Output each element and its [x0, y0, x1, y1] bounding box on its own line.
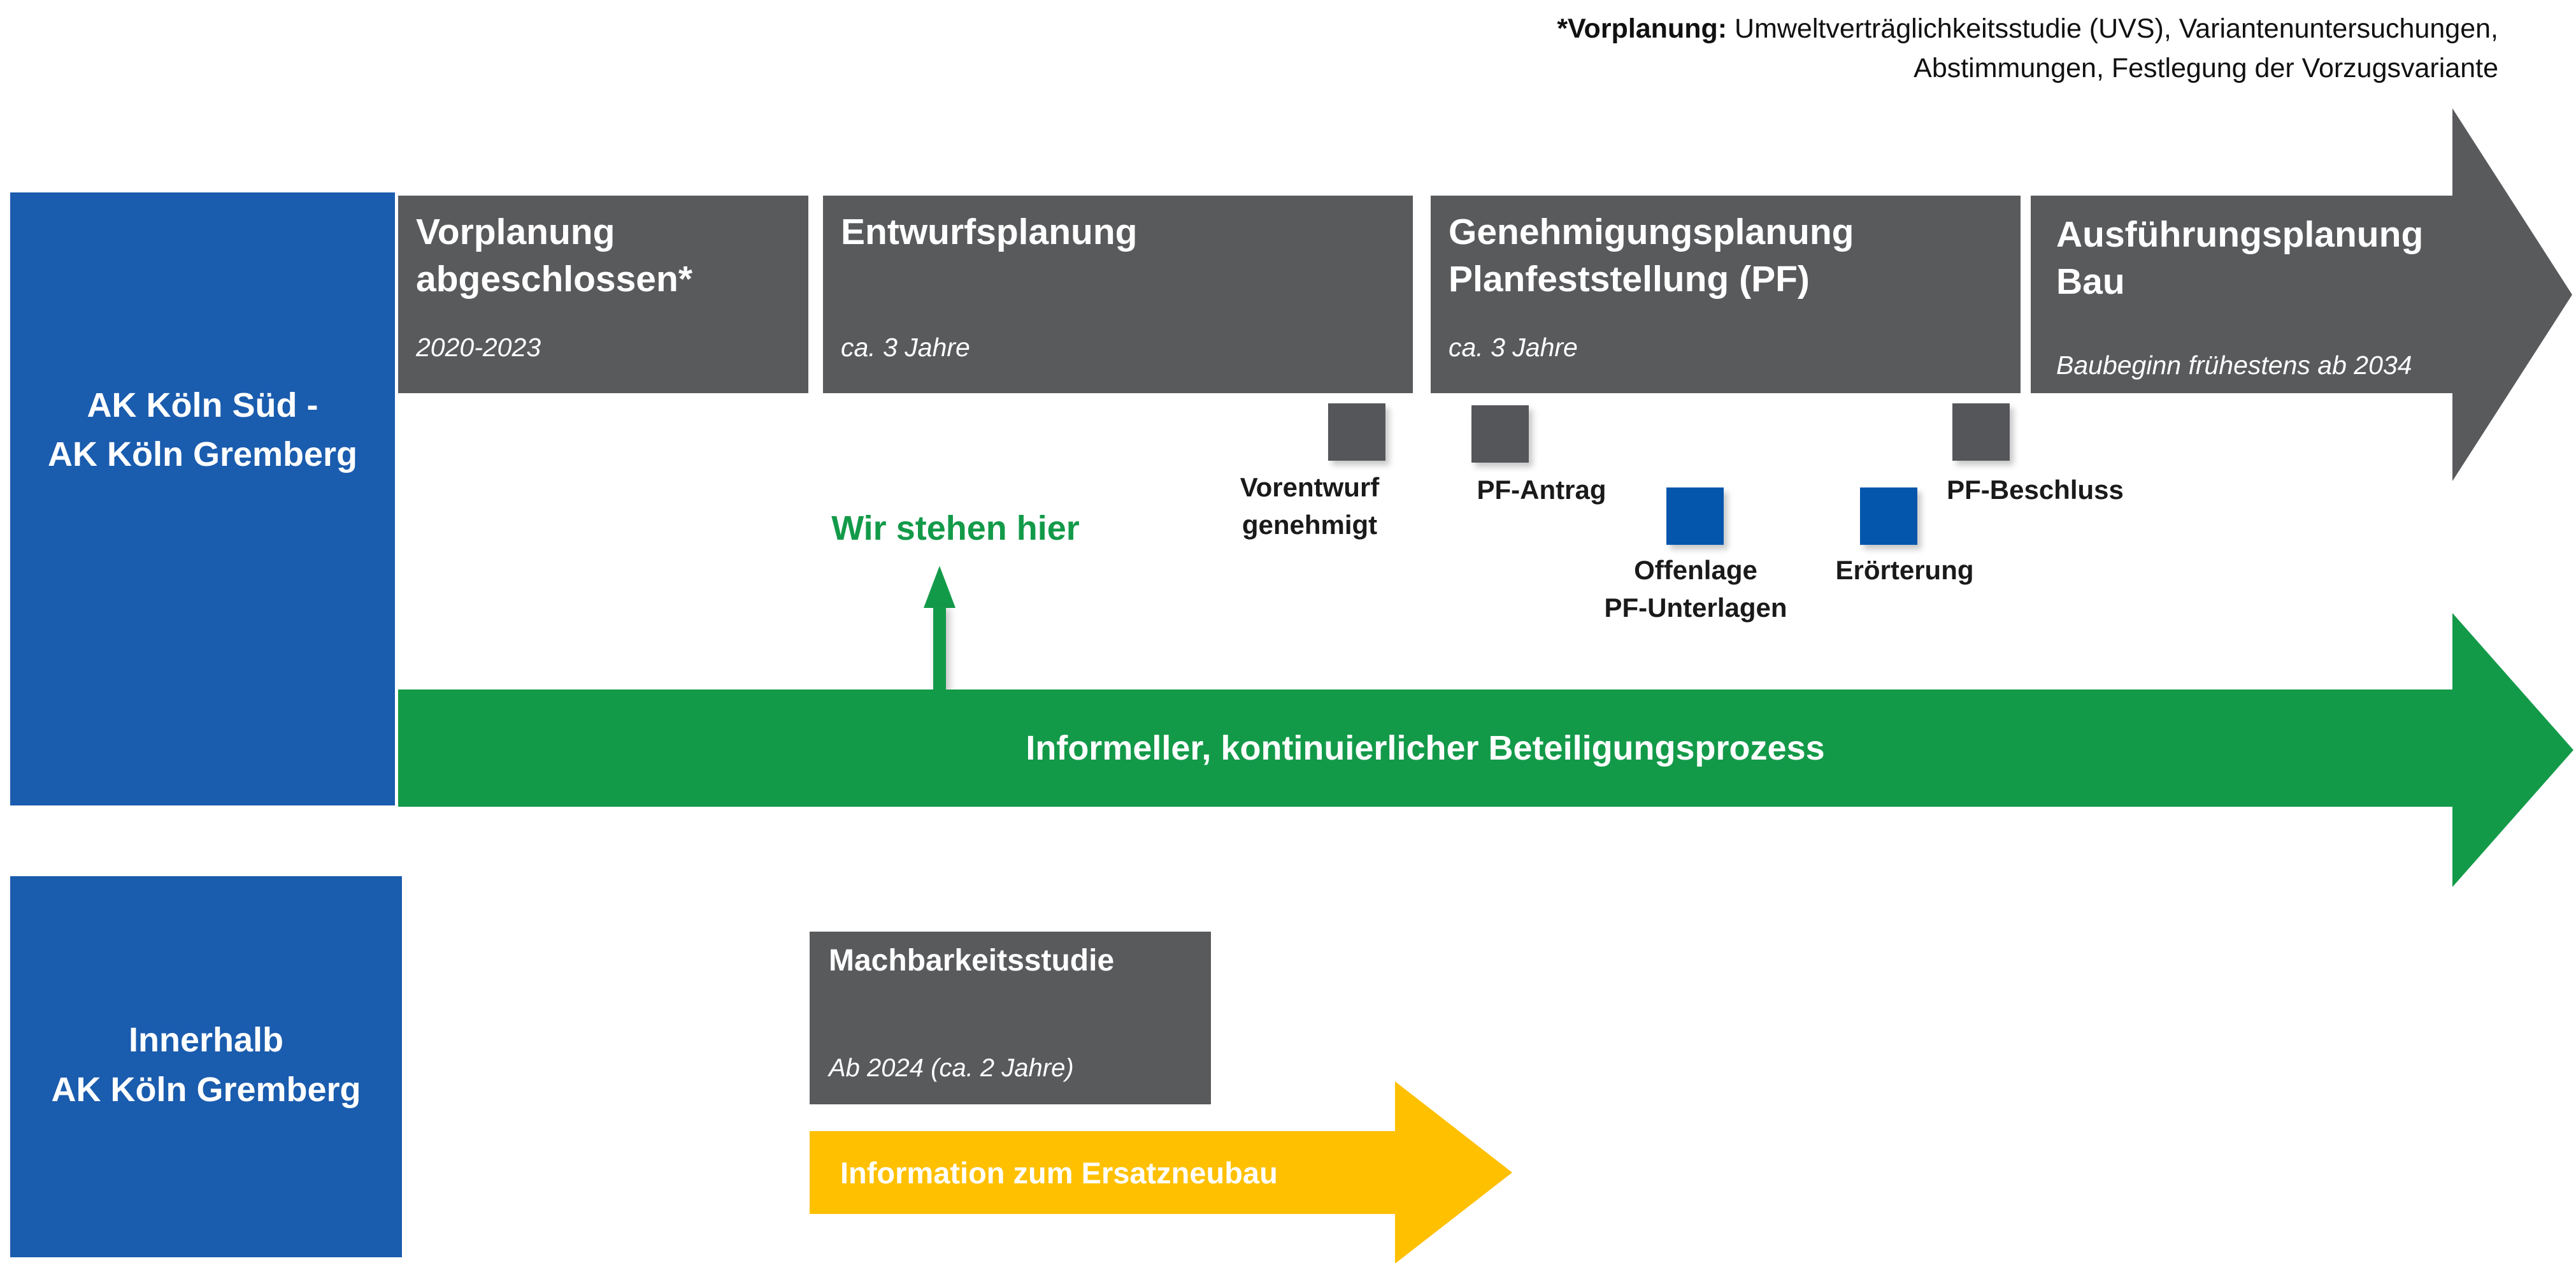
phase-vorplanung-title-line2: abgeschlossen*	[416, 259, 693, 300]
row-label-ak-koeln-sued-gremberg: AK Köln Süd - AK Köln Gremberg	[10, 192, 395, 805]
phase-genehmigungsplanung-subtitle: ca. 3 Jahre	[1449, 333, 1578, 362]
phase-genehmigungsplanung-title: Genehmigungsplanung Planfeststellung (PF…	[1449, 208, 1854, 303]
milestone-label-vorentwurf-line1: Vorentwurf	[1240, 472, 1380, 502]
feasibility-study-title: Machbarkeitsstudie	[829, 944, 1115, 978]
phase-arrow-head-icon	[2452, 108, 2572, 481]
phase-vorplanung-subtitle: 2020-2023	[416, 333, 541, 362]
milestone-label-vorentwurf-line2: genehmigt	[1241, 509, 1378, 540]
footnote: *Vorplanung: Umweltverträglichkeitsstudi…	[1401, 9, 2498, 89]
phase-vorplanung-title-line1: Vorplanung	[416, 212, 615, 252]
row1-label-line2: AK Köln Gremberg	[47, 435, 358, 473]
phase-vorplanung-title: Vorplanung abgeschlossen*	[416, 208, 692, 303]
info-arrow-label: Information zum Ersatzneubau	[840, 1155, 1278, 1190]
phase-entwurfsplanung-subtitle: ca. 3 Jahre	[841, 333, 970, 362]
milestone-label-pf-antrag: PF-Antrag	[1477, 475, 1606, 505]
phase-vorplanung: Vorplanung abgeschlossen* 2020-2023	[398, 196, 808, 393]
milestone-square-vorentwurf	[1328, 403, 1385, 461]
phase-ausfuehrungsplanung-title-line2: Bau	[2056, 261, 2125, 303]
phase-genehmigungsplanung-title-line2: Planfeststellung (PF)	[1449, 259, 1810, 300]
row-label-innerhalb-ak-koeln-gremberg: Innerhalb AK Köln Gremberg	[10, 876, 402, 1257]
milestone-label-offenlage-line2: PF-Unterlagen	[1604, 592, 1787, 623]
milestone-square-pf-antrag	[1471, 405, 1529, 463]
participation-banner-arrow-head-icon	[2452, 613, 2573, 887]
row1-label-line1: AK Köln Süd -	[87, 386, 318, 424]
footnote-line1: *Vorplanung: Umweltverträglichkeitsstudi…	[1401, 9, 2498, 48]
phase-genehmigungsplanung-title-line1: Genehmigungsplanung	[1449, 212, 1854, 252]
info-arrow: Information zum Ersatzneubau	[810, 1131, 1395, 1214]
status-arrow-shaft	[933, 605, 946, 691]
info-arrow-head-icon	[1395, 1081, 1512, 1263]
footnote-line1-rest: Umweltverträglichkeitsstudie (UVS), Vari…	[1727, 13, 2498, 44]
milestone-label-vorentwurf: Vorentwurf genehmigt	[1150, 469, 1469, 544]
phase-ausfuehrungsplanung-title: Ausführungsplanung Bau	[2056, 211, 2423, 305]
status-arrow-up-icon	[924, 566, 955, 608]
participation-banner-label: Informeller, kontinuierlicher Beteiligun…	[1026, 729, 1825, 767]
row2-label-line1: Innerhalb	[128, 1021, 284, 1059]
footnote-line2: Abstimmungen, Festlegung der Vorzugsvari…	[1914, 53, 2498, 84]
phase-ausfuehrungsplanung-subtitle: Baubeginn frühestens ab 2034	[2056, 350, 2412, 380]
phase-ausfuehrungsplanung-title-line1: Ausführungsplanung	[2056, 214, 2424, 255]
milestone-label-pf-beschluss: PF-Beschluss	[1947, 475, 2124, 505]
phase-ausfuehrungsplanung: Ausführungsplanung Bau Baubeginn frühest…	[2031, 196, 2452, 393]
feasibility-study-box: Machbarkeitsstudie Ab 2024 (ca. 2 Jahre)	[810, 932, 1211, 1104]
milestone-square-eroerterung	[1860, 487, 1917, 545]
footnote-term: *Vorplanung:	[1557, 13, 1728, 44]
milestone-label-eroerterung: Erörterung	[1835, 555, 1974, 585]
row2-label-line2: AK Köln Gremberg	[51, 1071, 361, 1109]
milestone-label-offenlage-line1: Offenlage	[1634, 555, 1757, 585]
participation-banner: Informeller, kontinuierlicher Beteiligun…	[398, 689, 2452, 807]
milestone-square-offenlage	[1666, 487, 1724, 545]
phase-entwurfsplanung: Entwurfsplanung ca. 3 Jahre	[823, 196, 1413, 393]
feasibility-study-subtitle: Ab 2024 (ca. 2 Jahre)	[829, 1054, 1074, 1082]
phase-entwurfsplanung-title: Entwurfsplanung	[841, 212, 1138, 252]
milestone-square-pf-beschluss	[1952, 403, 2010, 461]
milestone-label-offenlage: Offenlage PF-Unterlagen	[1505, 552, 1887, 627]
status-label: Wir stehen hier	[831, 509, 1080, 547]
phase-genehmigungsplanung: Genehmigungsplanung Planfeststellung (PF…	[1431, 196, 2021, 393]
